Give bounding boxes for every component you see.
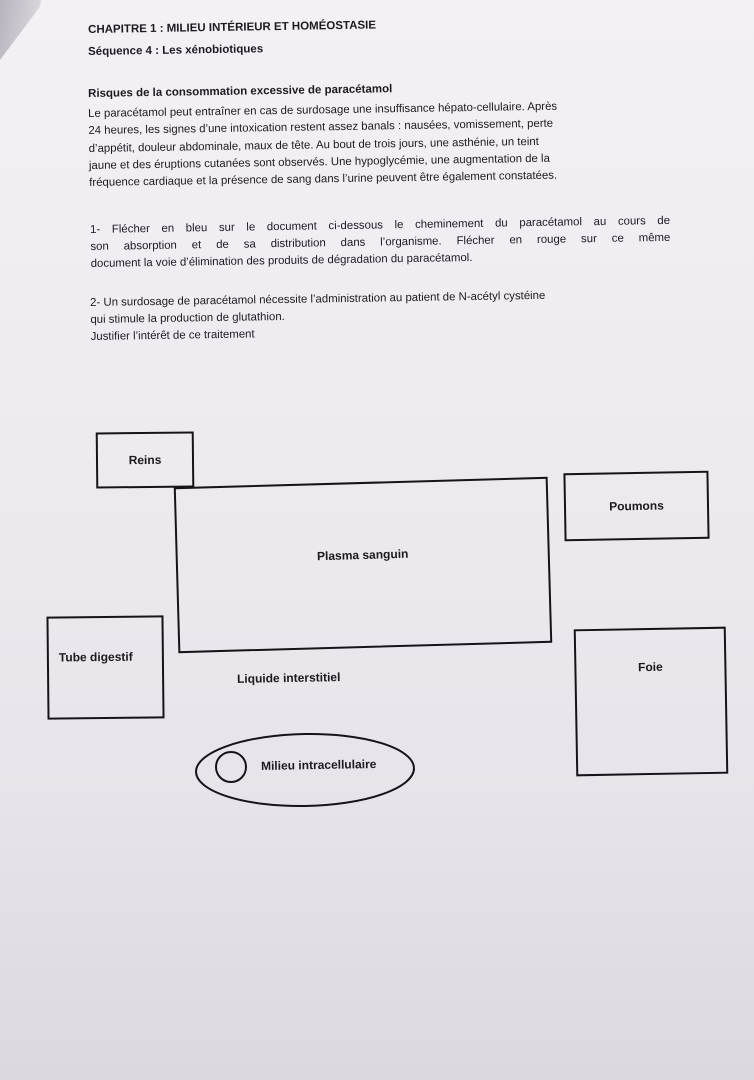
cell-nucleus: [215, 751, 247, 783]
reins-box: Reins: [95, 431, 195, 489]
cell-shape: [195, 732, 415, 808]
liquide-interstitiel-label: Liquide interstitiel: [236, 670, 341, 686]
plasma-label: Plasma sanguin: [316, 546, 409, 564]
reins-label: Reins: [128, 452, 162, 468]
question-1: 1- Flécher en bleu sur le document ci-de…: [90, 213, 671, 273]
poumons-label: Poumons: [609, 498, 664, 514]
cell-membrane: [195, 732, 415, 808]
tube-digestif-label: Tube digestif: [58, 649, 133, 665]
plasma-box: Plasma sanguin: [173, 476, 553, 654]
milieu-intracellulaire-label: Milieu intracellulaire: [260, 756, 377, 774]
foie-label: Foie: [637, 659, 663, 675]
cell-diagram: Milieu intracellulaire: [194, 732, 416, 808]
tube-digestif-box: Tube digestif: [46, 615, 165, 720]
section-paragraph: Le paracétamol peut entraîner en cas de …: [88, 97, 661, 192]
question-2: 2- Un surdosage de paracétamol nécessite…: [90, 286, 675, 346]
foie-box: Foie: [573, 626, 729, 777]
poumons-box: Poumons: [563, 470, 710, 542]
